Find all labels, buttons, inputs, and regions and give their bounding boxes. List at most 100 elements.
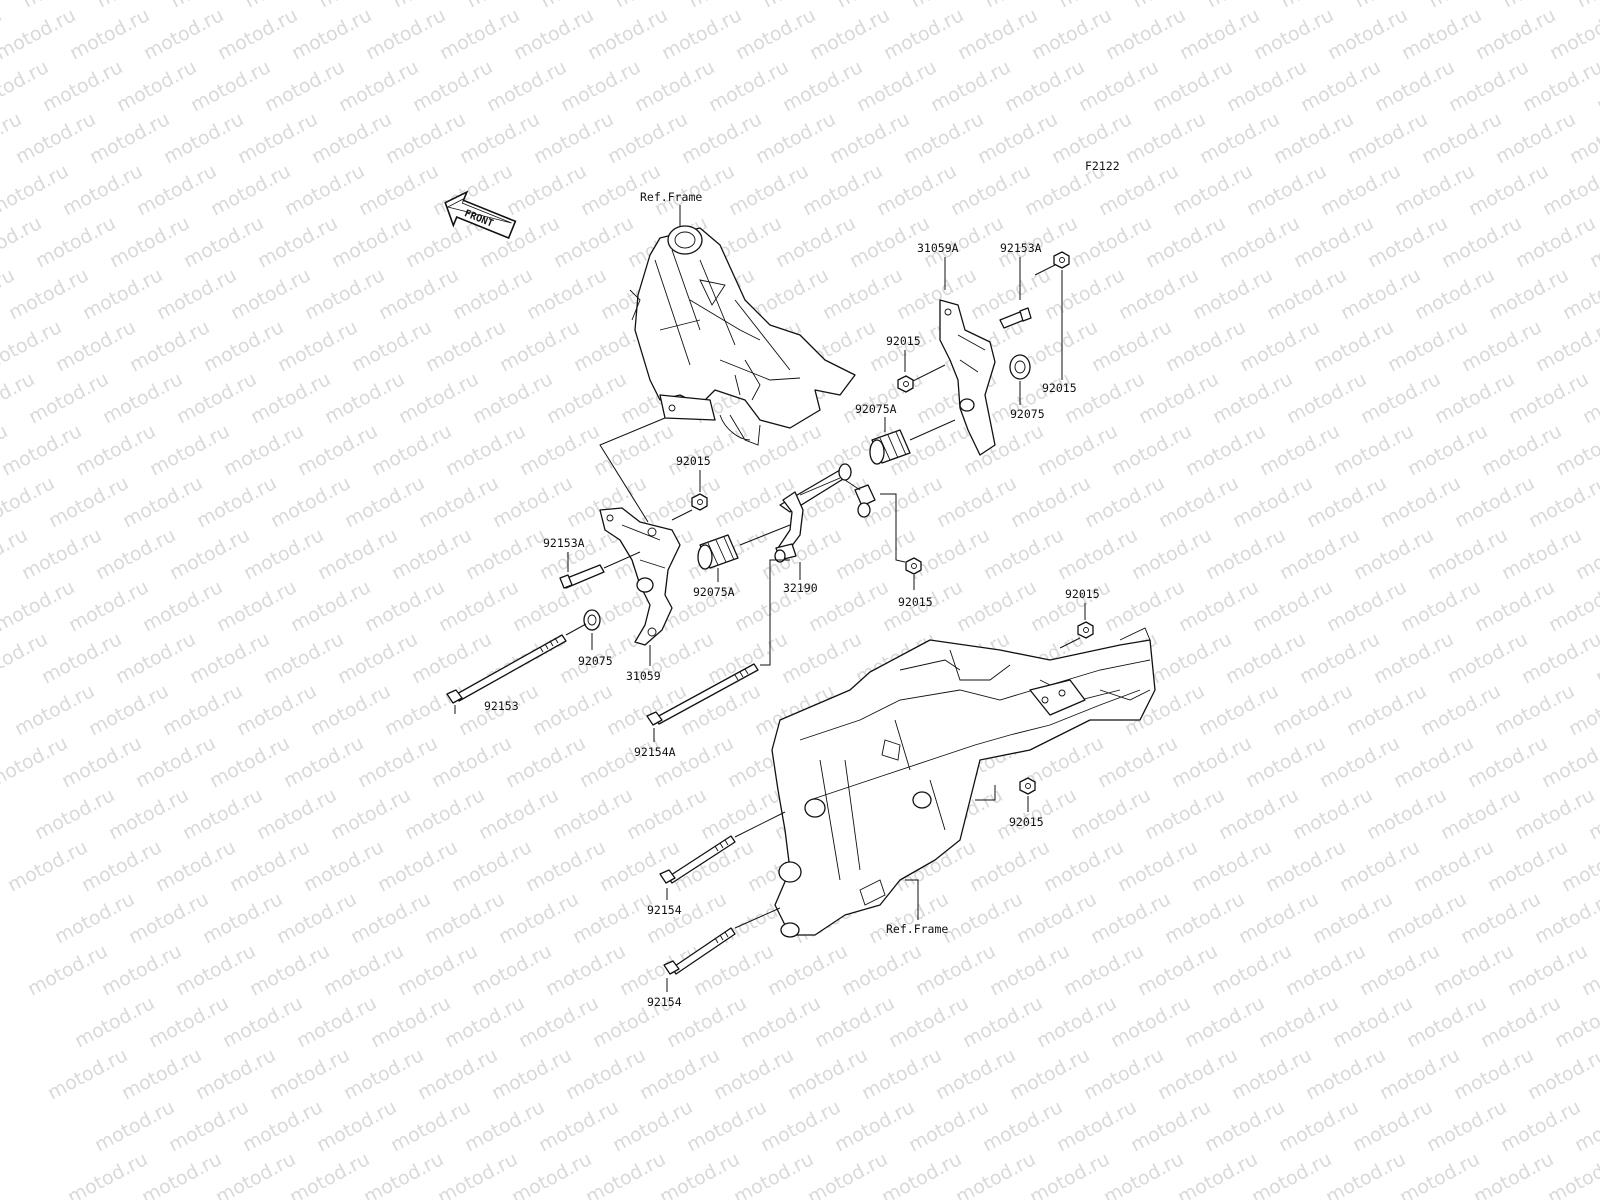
watermark-text: motod.ru	[436, 4, 523, 64]
watermark-text: motod.ru	[1411, 264, 1498, 324]
watermark-text: motod.ru	[274, 316, 361, 376]
watermark-text: motod.ru	[1161, 888, 1248, 948]
watermark-text: motod.ru	[388, 524, 475, 584]
watermark-text: motod.ru	[368, 420, 455, 480]
watermark-text: motod.ru	[806, 4, 893, 64]
watermark-text: motod.ru	[1026, 1148, 1113, 1200]
label-31059: 31059	[626, 669, 661, 683]
watermark-text: motod.ru	[1384, 316, 1471, 376]
watermark-text: motod.ru	[65, 576, 152, 636]
watermark-text: motod.ru	[139, 576, 226, 636]
watermark-text: motod.ru	[1518, 628, 1600, 688]
watermark-text: motod.ru	[737, 992, 824, 1052]
watermark-text: motod.ru	[1148, 628, 1235, 688]
watermark-text: motod.ru	[1477, 992, 1564, 1052]
watermark-text: motod.ru	[0, 732, 71, 792]
watermark-text: motod.ru	[267, 472, 354, 532]
watermark-text: motod.ru	[469, 368, 556, 428]
watermark-text: motod.ru	[947, 160, 1034, 220]
watermark-text: motod.ru	[1216, 212, 1303, 272]
watermark-text: motod.ru	[1276, 524, 1363, 584]
watermark-text: motod.ru	[557, 56, 644, 116]
watermark-text: motod.ru	[584, 4, 671, 64]
watermark-text: motod.ru	[516, 420, 603, 480]
watermark-text: motod.ru	[1317, 160, 1404, 220]
bushing-92075a-right	[869, 429, 911, 465]
watermark-text: motod.ru	[979, 1096, 1066, 1156]
watermark-text: motod.ru	[180, 212, 267, 272]
watermark-text: motod.ru	[160, 108, 247, 168]
watermark-text: motod.ru	[710, 1044, 797, 1104]
watermark-text: motod.ru	[952, 1148, 1039, 1200]
watermark-text: motod.ru	[1484, 836, 1571, 896]
watermark-text: motod.ru	[1336, 836, 1423, 896]
watermark-text: motod.ru	[1181, 992, 1268, 1052]
watermark-text: motod.ru	[550, 212, 637, 272]
watermark-text: motod.ru	[819, 264, 906, 324]
watermark-text: motod.ru	[4, 836, 91, 896]
watermark-text: motod.ru	[1182, 420, 1269, 480]
watermark-text: motod.ru	[1248, 1148, 1335, 1200]
watermark-text: motod.ru	[240, 524, 327, 584]
watermark-text: motod.ru	[119, 472, 206, 532]
watermark-text: motod.ru	[66, 4, 153, 64]
watermark-text: motod.ru	[361, 576, 448, 636]
watermark-text: motod.ru	[954, 4, 1041, 64]
watermark-text: motod.ru	[38, 628, 125, 688]
watermark-text: motod.ru	[1102, 4, 1189, 64]
watermark-text: motod.ru	[1297, 56, 1384, 116]
watermark-text: motod.ru	[85, 680, 172, 740]
watermark-text: motod.ru	[105, 784, 192, 844]
watermark-text: motod.ru	[811, 992, 898, 1052]
label-92153a-left: 92153A	[543, 536, 585, 550]
watermark-text: motod.ru	[838, 940, 925, 1000]
watermark-text: motod.ru	[92, 524, 179, 584]
watermark-text: motod.ru	[200, 316, 287, 376]
watermark-text: motod.ru	[1296, 628, 1383, 688]
watermark-text: motod.ru	[859, 472, 946, 532]
watermark-text: motod.ru	[1202, 524, 1289, 584]
watermark-text: motod.ru	[1505, 368, 1592, 428]
watermark-text: motod.ru	[31, 784, 118, 844]
watermark-text: motod.ru	[1122, 108, 1209, 168]
nut-92015-mid	[691, 493, 708, 511]
watermark-text: motod.ru	[1081, 472, 1168, 532]
watermark-text: motod.ru	[562, 1044, 649, 1104]
watermark-text: motod.ru	[328, 212, 415, 272]
watermark-text: motod.ru	[72, 420, 159, 480]
watermark-text: motod.ru	[966, 836, 1053, 896]
watermark-text: motod.ru	[1215, 784, 1302, 844]
watermark-text: motod.ru	[1330, 420, 1417, 480]
watermark-text: motod.ru	[192, 1044, 279, 1104]
watermark-text: motod.ru	[261, 56, 348, 116]
label-92015-bottom: 92015	[1009, 815, 1044, 829]
watermark-text: motod.ru	[858, 1044, 945, 1104]
watermark-text: motod.ru	[1396, 1148, 1483, 1200]
watermark-text: motod.ru	[1108, 420, 1195, 480]
watermark-text: motod.ru	[1539, 160, 1600, 220]
watermark-text: motod.ru	[730, 1148, 817, 1200]
watermark-text: motod.ru	[1007, 472, 1094, 532]
bolt-92153a-left	[559, 564, 605, 589]
watermark-text: motod.ru	[335, 56, 422, 116]
watermark-text: motod.ru	[334, 628, 421, 688]
watermark-text: motod.ru	[1262, 836, 1349, 896]
watermark-text: motod.ru	[441, 992, 528, 1052]
watermark-text: motod.ru	[254, 212, 341, 272]
watermark-text: motod.ru	[152, 836, 239, 896]
watermark-text: motod.ru	[704, 628, 791, 688]
watermark-text: motod.ru	[543, 368, 630, 428]
watermark-text: motod.ru	[112, 628, 199, 688]
watermark-text: motod.ru	[347, 888, 434, 948]
watermark-text: motod.ru	[45, 472, 132, 532]
watermark-text: motod.ru	[153, 264, 240, 324]
watermark-text: motod.ru	[1175, 576, 1262, 636]
label-92075a-left: 92075A	[693, 585, 735, 599]
nut-92015-r1	[897, 375, 914, 393]
watermark-text: motod.ru	[738, 420, 825, 480]
watermark-text: motod.ru	[1445, 56, 1532, 116]
watermark-text: motod.ru	[799, 160, 886, 220]
watermark-text: motod.ru	[415, 472, 502, 532]
watermark-text: motod.ru	[287, 576, 374, 636]
watermark-text: motod.ru	[1404, 420, 1491, 480]
